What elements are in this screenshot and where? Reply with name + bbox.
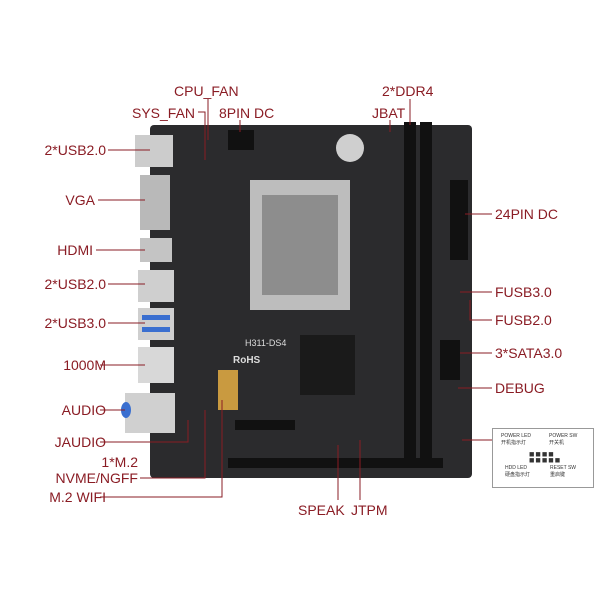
label-jaudio: JAUDIO <box>54 434 106 450</box>
fp-power-sw-cn: 开关机 <box>549 440 565 446</box>
fp-hdd-led: HDD LED <box>505 465 527 471</box>
label-vga: VGA <box>65 192 95 208</box>
label-usb20-mid: 2*USB2.0 <box>44 276 106 292</box>
rohs-mark: RoHS <box>233 355 261 366</box>
fp-power-led-cn: 开机指示灯 <box>501 440 527 446</box>
label-sys-fan: SYS_FAN <box>132 105 196 121</box>
front-panel-diagram: POWER LED 开机指示灯 POWER SW 开关机 ■■■■■■■■■ H… <box>492 428 594 488</box>
label-cpu-fan: CPU_FAN <box>174 83 239 99</box>
label-m2-wifi: M.2 WIFI <box>49 489 106 505</box>
fp-hdd-led-cn: 硬盘指示灯 <box>505 472 531 478</box>
fp-pin-header: ■■■■■■■■■ <box>529 449 562 465</box>
label-jbat: JBAT <box>372 105 406 121</box>
label-sata: 3*SATA3.0 <box>495 345 563 361</box>
label-24pin-dc: 24PIN DC <box>495 206 559 222</box>
fp-reset-sw: RESET SW <box>550 465 577 471</box>
label-audio: AUDIO <box>61 402 106 418</box>
label-8pin-dc: 8PIN DC <box>219 105 275 121</box>
label-fusb30: FUSB3.0 <box>495 284 552 300</box>
label-usb20-top: 2*USB2.0 <box>44 142 106 158</box>
fp-power-led: POWER LED <box>501 433 532 439</box>
label-speak: SPEAK <box>298 502 345 518</box>
board-model: H311-DS4 <box>245 338 286 348</box>
label-jtpm: JTPM <box>351 502 388 518</box>
label-m2-count: 1*M.2 <box>101 454 138 470</box>
label-debug: DEBUG <box>495 380 545 396</box>
fp-power-sw: POWER SW <box>549 433 578 439</box>
label-fusb20: FUSB2.0 <box>495 312 552 328</box>
fp-reset-sw-cn: 重启键 <box>550 472 566 478</box>
label-m2-nvme: NVME/NGFF <box>55 470 138 486</box>
label-hdmi: HDMI <box>57 242 93 258</box>
label-ddr4: 2*DDR4 <box>382 83 434 99</box>
label-usb30: 2*USB3.0 <box>44 315 106 331</box>
leader-lines <box>96 99 492 500</box>
label-lan-1000m: 1000M <box>63 357 106 373</box>
